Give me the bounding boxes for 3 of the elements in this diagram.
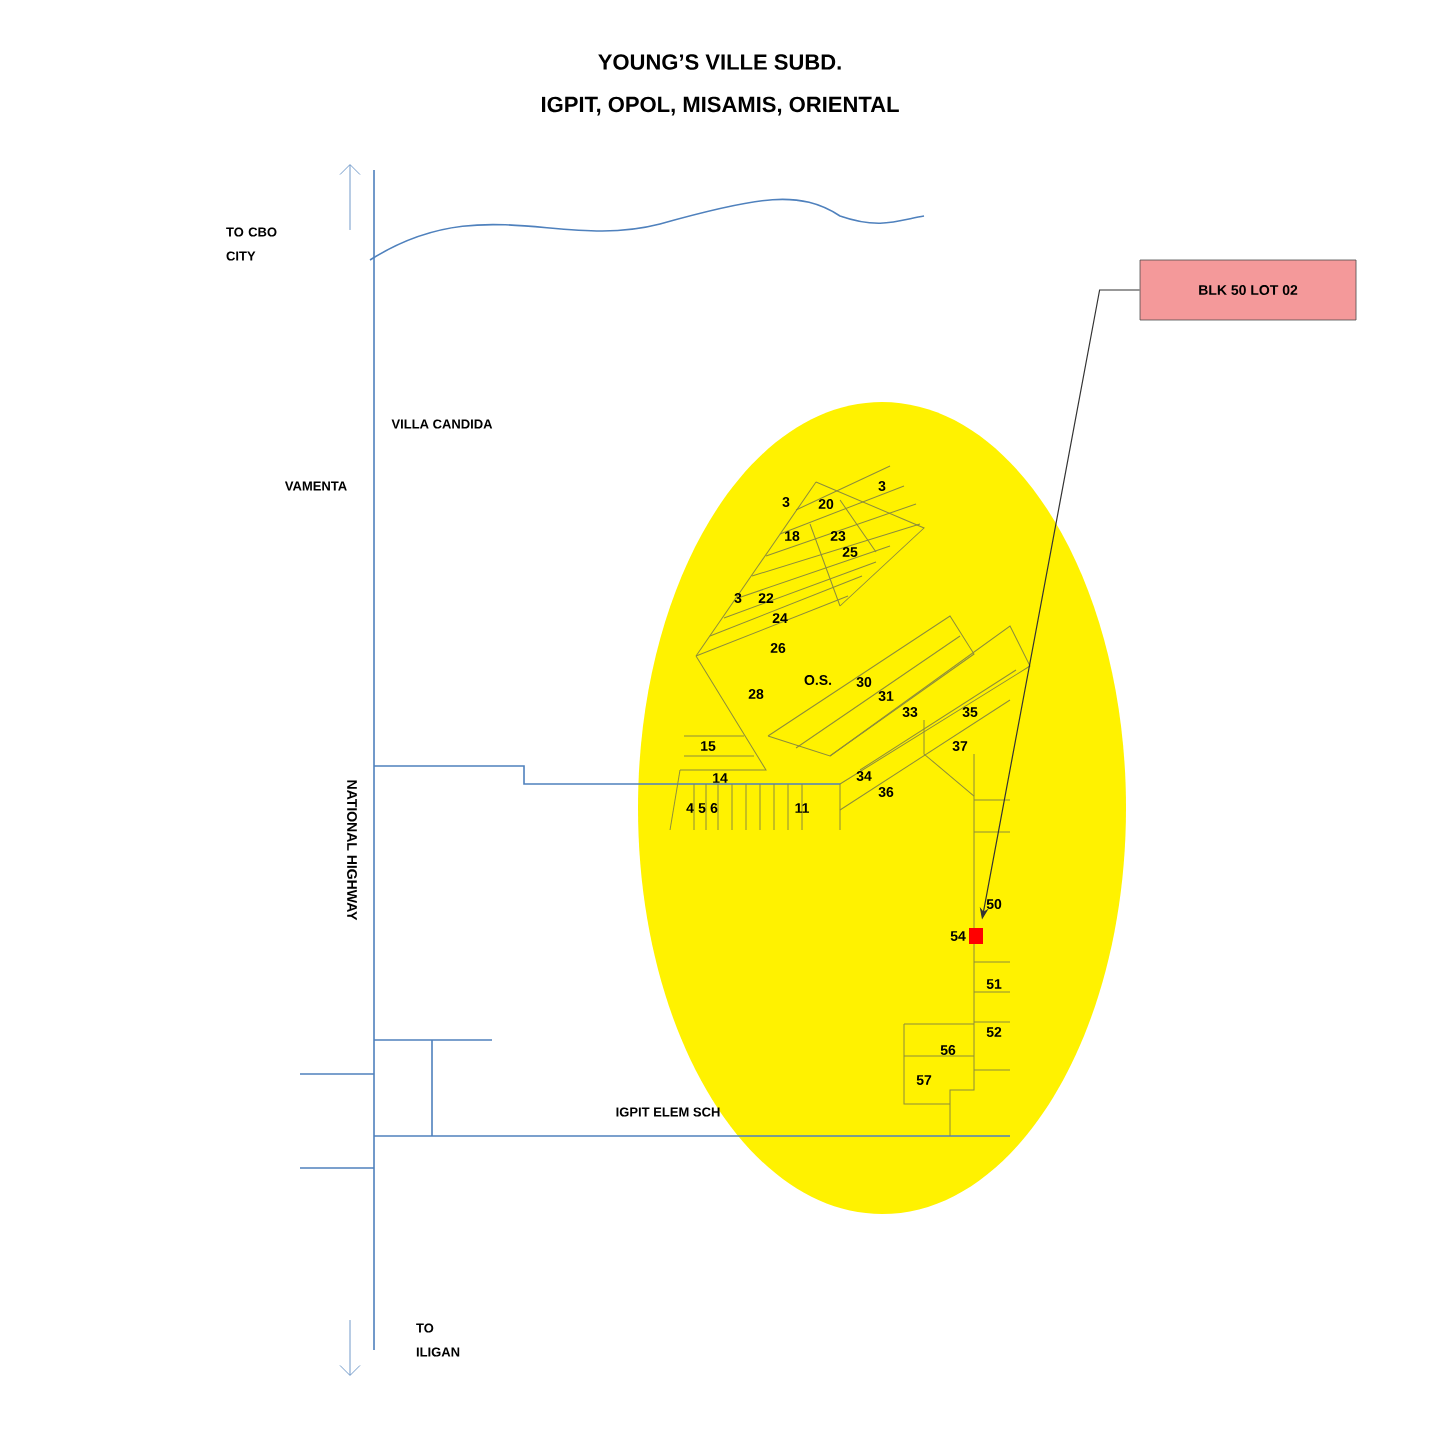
title: YOUNG’S VILLE SUBD.: [598, 54, 841, 70]
lot-marker: [969, 928, 983, 944]
subtitle: IGPIT, OPOL, MISAMIS, ORIENTAL: [542, 96, 899, 116]
